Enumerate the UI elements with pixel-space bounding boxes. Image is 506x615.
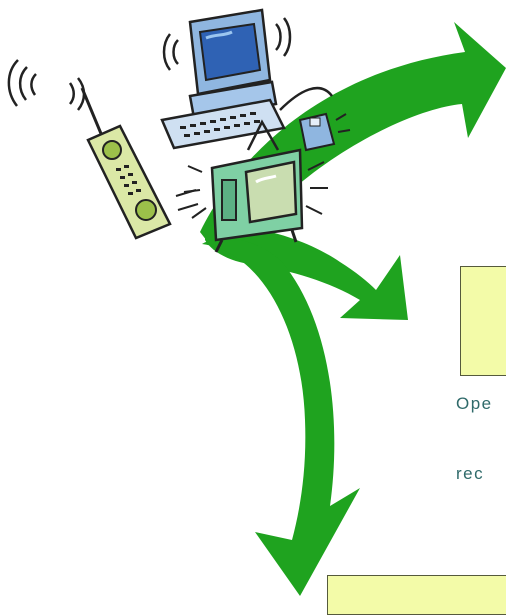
- truncated-text-upper: Ope: [456, 394, 493, 414]
- arrow-bottom: [202, 238, 360, 596]
- yellow-text-box-bottom: [327, 575, 506, 615]
- truncated-text-lower: rec: [456, 464, 484, 484]
- diagram-canvas: [0, 0, 506, 596]
- cordless-phone-icon: [9, 60, 198, 238]
- yellow-text-box-top: [460, 266, 506, 376]
